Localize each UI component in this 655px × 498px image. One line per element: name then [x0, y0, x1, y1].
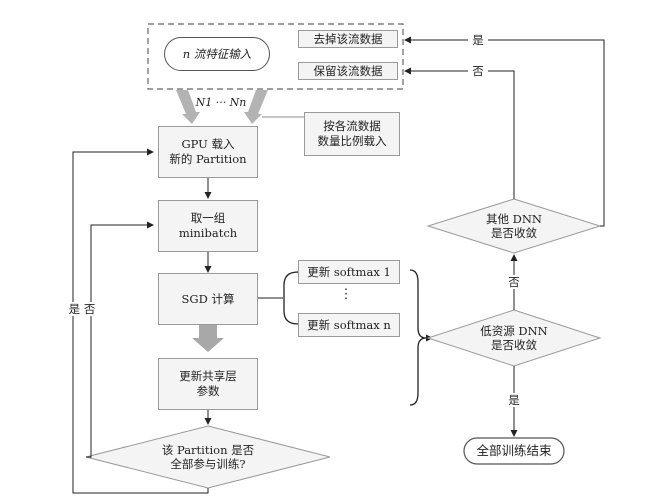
other-check-label: 其他 DNN 是否收敛: [485, 212, 542, 240]
stream-input-label: n 流特征输入: [182, 46, 252, 61]
stream-arrows: [176, 90, 268, 124]
loop-no-to-minibatch: [86, 221, 154, 458]
edge-yes-no-label: 是 否: [62, 302, 102, 316]
stream-count-label: N1 ··· Nn: [195, 96, 247, 109]
keep-stream-label: 保留该流数据: [313, 63, 383, 78]
softmax-ellipsis: ⋮: [339, 287, 353, 302]
softmax-n-label: 更新 softmax n: [307, 317, 391, 332]
softmax-1-node: 更新 softmax 1: [298, 260, 400, 284]
update-shared-label: 更新共享层 参数: [179, 369, 237, 398]
end-label: 全部训练结束: [476, 443, 552, 458]
other-check-diamond: [426, 198, 602, 254]
arrow-sgd-to-shared: [192, 325, 224, 352]
edge-other-yes-label: 是: [468, 33, 488, 47]
softmax-1-label: 更新 softmax 1: [307, 264, 391, 279]
gpu-load-node: GPU 载入 新的 Partition: [158, 126, 258, 178]
arrow-other-no-to-keep: [404, 67, 515, 199]
sgd-node: SGD 计算: [158, 273, 258, 325]
gpu-load-label: GPU 载入 新的 Partition: [169, 137, 247, 166]
keep-stream-node: 保留该流数据: [298, 62, 398, 80]
load-by-ratio-node: 按各流数据 数量比例载入: [304, 112, 400, 156]
stream-input-node: n 流特征输入: [164, 37, 270, 71]
discard-stream-label: 去掉该流数据: [313, 31, 383, 46]
sgd-label: SGD 计算: [181, 291, 235, 306]
arrow-other-yes-to-discard: [404, 36, 605, 227]
loop-yes-to-gpu: [72, 148, 209, 494]
partition-check-label: 该 Partition 是否 全部参与训练?: [161, 443, 255, 471]
discard-stream-node: 去掉该流数据: [298, 30, 398, 48]
load-by-ratio-label: 按各流数据 数量比例载入: [317, 119, 387, 148]
low-res-check-label: 低资源 DNN 是否收敛: [480, 324, 548, 352]
minibatch-node: 取一组 minibatch: [158, 200, 258, 252]
softmax-n-node: 更新 softmax n: [298, 313, 400, 337]
minibatch-label: 取一组 minibatch: [178, 211, 238, 240]
update-shared-node: 更新共享层 参数: [158, 358, 258, 410]
edge-lowres-no-label: 否: [504, 275, 524, 289]
edge-lowres-yes-label: 是: [504, 393, 524, 407]
end-terminator: [463, 437, 565, 465]
right-brace: [409, 269, 427, 406]
softmax-fan-bracket: [283, 271, 299, 325]
edge-other-no-label: 否: [468, 64, 488, 78]
